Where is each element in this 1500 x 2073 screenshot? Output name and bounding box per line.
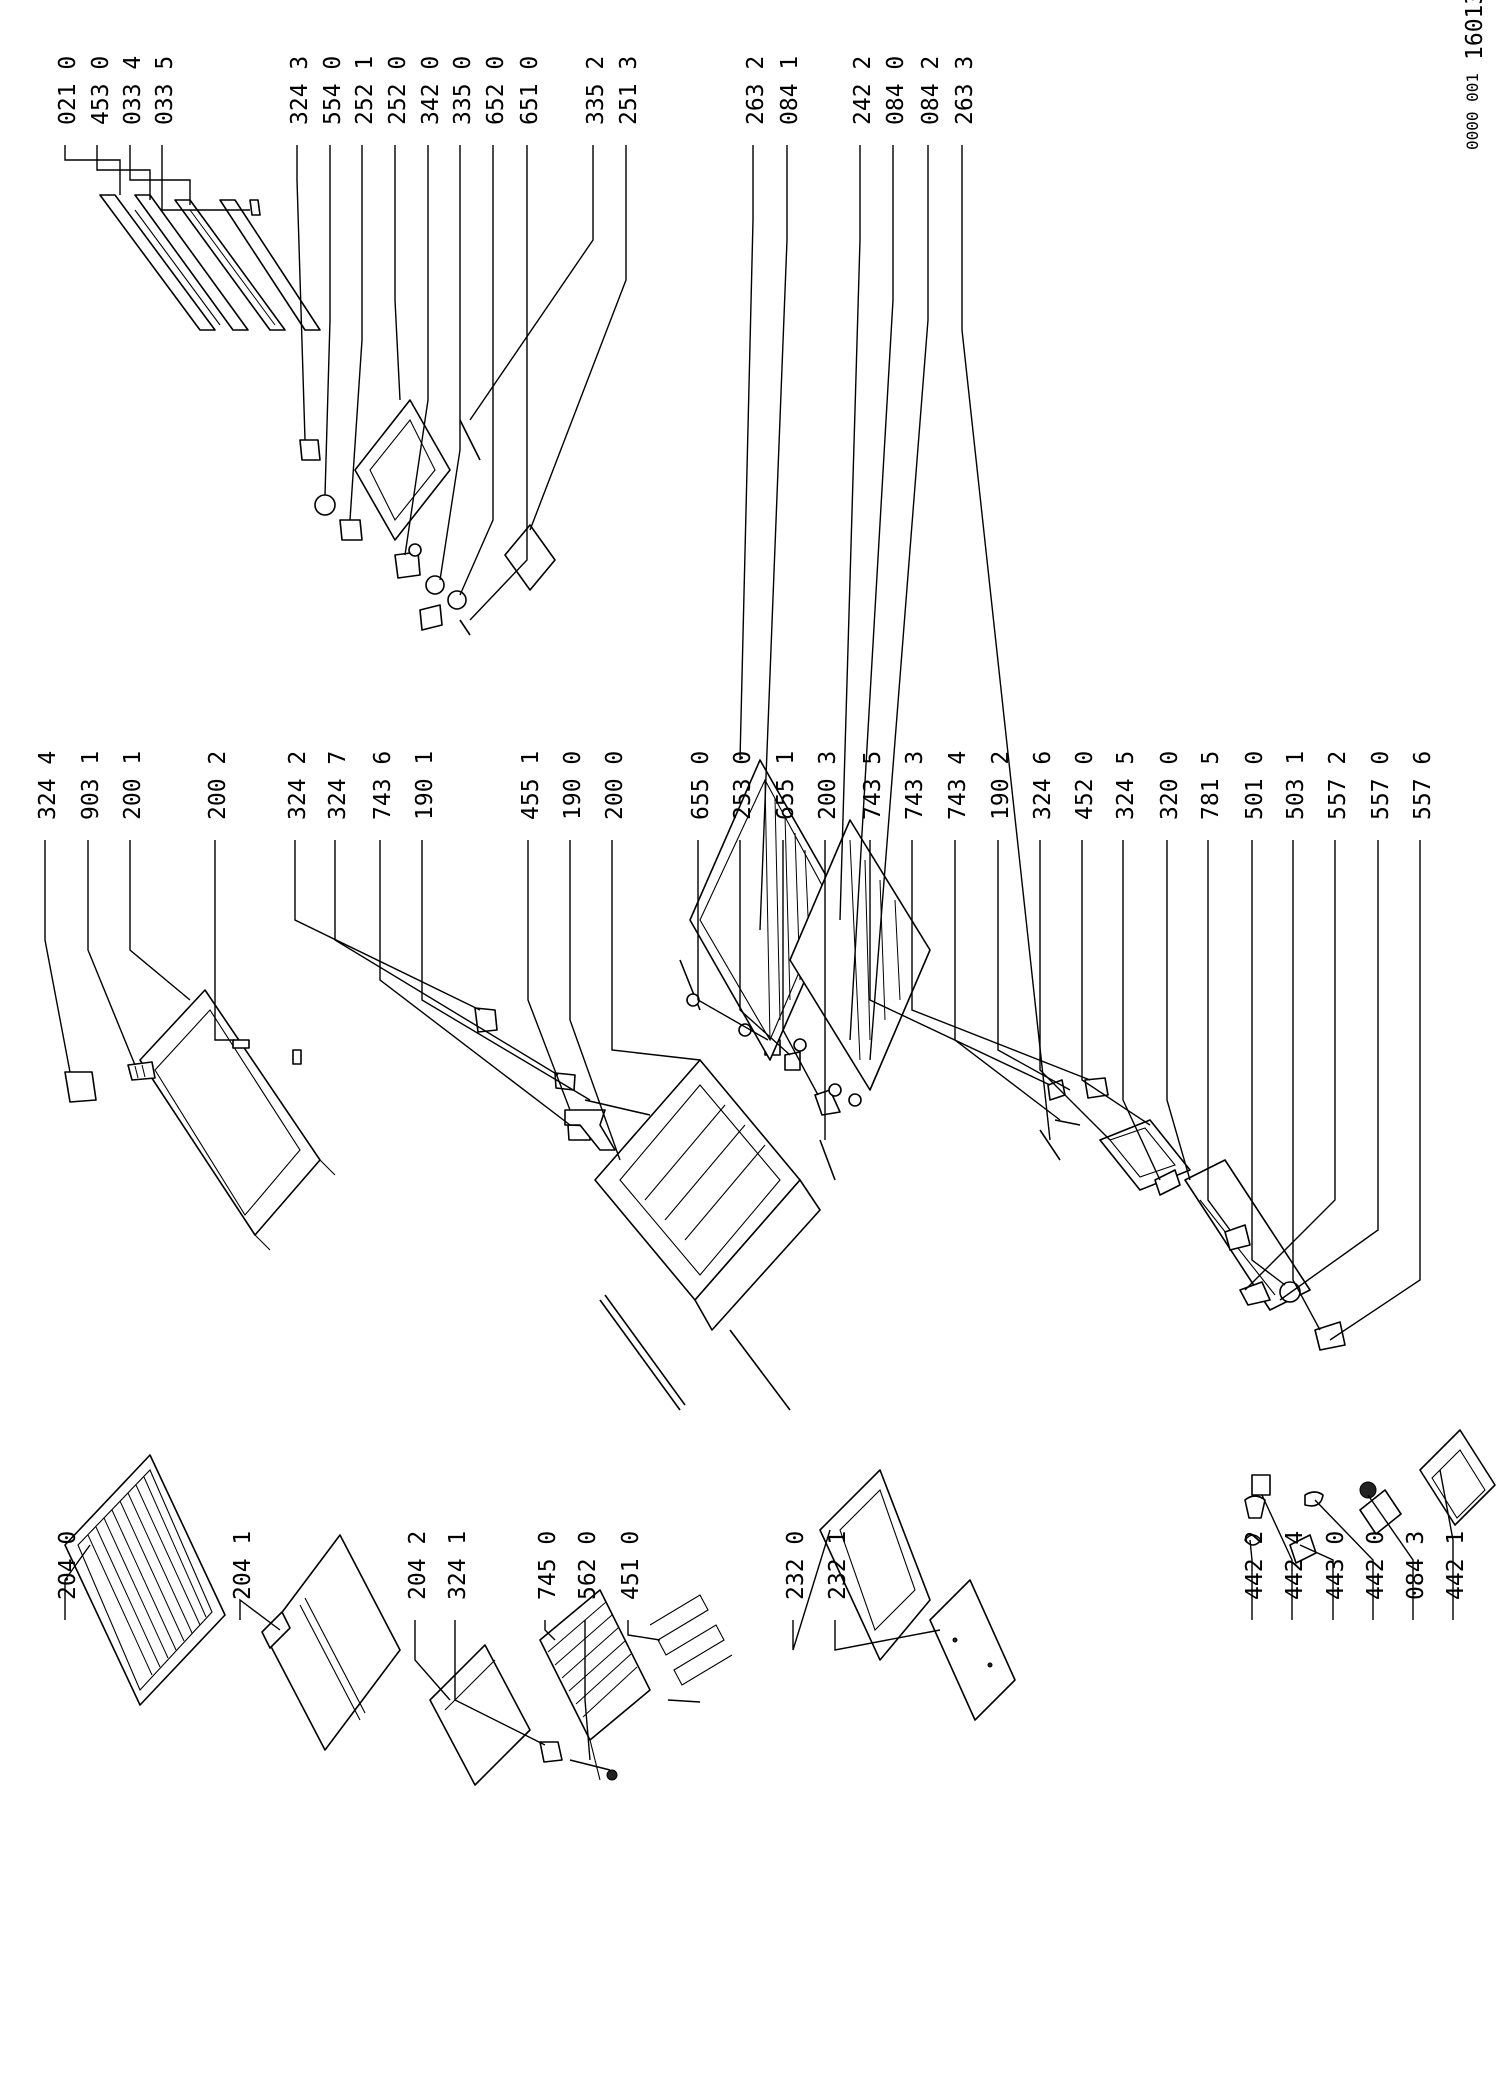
callout-557-6: 557 6 xyxy=(1410,751,1436,820)
callout-554-0: 554 0 xyxy=(320,56,346,125)
part-small-parts-group xyxy=(554,1072,651,1141)
callout-200-1: 200 1 xyxy=(120,751,146,820)
callout-453-0: 453 0 xyxy=(88,56,114,125)
leader-lines-right xyxy=(64,145,1051,1141)
callout-190-1: 190 1 xyxy=(412,751,438,820)
callout-743-6: 743 6 xyxy=(370,751,396,820)
part-small-bar xyxy=(232,1039,302,1065)
callout-021-0: 021 0 xyxy=(55,56,81,125)
callout-263-3: 263 3 xyxy=(952,56,978,125)
callout-263-2: 263 2 xyxy=(743,56,769,125)
callout-324-2: 324 2 xyxy=(285,751,311,820)
callout-335-0: 335 0 xyxy=(450,56,476,125)
callout-252-0: 252 0 xyxy=(385,56,411,125)
leader-lines-left xyxy=(64,1469,1454,1761)
part-refrigerator-liner xyxy=(594,1059,821,1411)
callout-451-0: 451 0 xyxy=(618,1531,644,1600)
callout-442-1: 442 1 xyxy=(1443,1531,1469,1600)
callout-903-1: 903 1 xyxy=(78,751,104,820)
part-control-knob-group xyxy=(1224,1224,1346,1351)
callout-033-4: 033 4 xyxy=(120,56,146,125)
callout-320-0: 320 0 xyxy=(1157,751,1183,820)
callout-190-0: 190 0 xyxy=(560,751,586,820)
callout-232-1: 232 1 xyxy=(825,1531,851,1600)
part-small-block-a xyxy=(64,1061,156,1103)
callout-204-1: 204 1 xyxy=(230,1531,256,1600)
callout-324-6: 324 6 xyxy=(1030,751,1056,820)
callout-655-0: 655 0 xyxy=(688,751,714,820)
callout-651-0: 651 0 xyxy=(517,56,543,125)
callout-442-2: 442 2 xyxy=(1242,1531,1268,1600)
part-freezer-compartment xyxy=(139,989,336,1251)
callout-group-left: 204 0 204 1 204 2 324 1 745 0 562 0 451 … xyxy=(55,1531,1469,1600)
callout-781-5: 781 5 xyxy=(1198,751,1224,820)
callout-084-0: 084 0 xyxy=(883,56,909,125)
callout-557-2: 557 2 xyxy=(1325,751,1351,820)
part-shelf-with-trim xyxy=(261,1534,401,1751)
callout-562-0: 562 0 xyxy=(575,1531,601,1600)
callout-033-5: 033 5 xyxy=(152,56,178,125)
callout-335-2: 335 2 xyxy=(583,56,609,125)
callout-190-2: 190 2 xyxy=(988,751,1014,820)
callout-324-4: 324 4 xyxy=(35,751,61,820)
callout-557-0: 557 0 xyxy=(1368,751,1394,820)
callout-084-3: 084 3 xyxy=(1403,1531,1429,1600)
part-glass-shelf-grid xyxy=(64,1454,226,1706)
callout-342-0: 342 0 xyxy=(418,56,444,125)
callout-084-1: 084 1 xyxy=(777,56,803,125)
callout-324-1: 324 1 xyxy=(445,1531,471,1600)
part-thermostat xyxy=(569,1759,618,1781)
callout-204-2: 204 2 xyxy=(405,1531,431,1600)
drawing-number: 16013 xyxy=(1462,0,1488,60)
callout-324-7: 324 7 xyxy=(325,751,351,820)
callout-084-2: 084 2 xyxy=(918,56,944,125)
leader-lines-middle xyxy=(44,840,1421,1341)
callout-200-2: 200 2 xyxy=(205,751,231,820)
part-evaporator xyxy=(539,1589,651,1781)
callout-204-0: 204 0 xyxy=(55,1531,81,1600)
callout-group-right: 021 0 453 0 033 4 033 5 324 3 554 0 252 … xyxy=(55,56,978,125)
callout-501-0: 501 0 xyxy=(1242,751,1268,820)
part-door-liner xyxy=(819,1469,931,1661)
callout-745-0: 745 0 xyxy=(535,1531,561,1600)
callout-group-middle: 324 4 903 1 200 1 200 2 324 2 324 7 743 … xyxy=(35,751,1436,820)
part-frame-rails xyxy=(99,194,321,331)
part-t-bracket xyxy=(564,1109,616,1151)
callout-252-1: 252 1 xyxy=(352,56,378,125)
part-clip-small xyxy=(539,1741,563,1763)
callout-455-1: 455 1 xyxy=(518,751,544,820)
callout-200-0: 200 0 xyxy=(602,751,628,820)
callout-253-0: 253 0 xyxy=(730,751,756,820)
callout-324-5: 324 5 xyxy=(1113,751,1139,820)
part-door-panel xyxy=(929,1579,1016,1721)
part-controls-assembly xyxy=(299,399,451,541)
callout-200-3: 200 3 xyxy=(815,751,841,820)
callout-324-3: 324 3 xyxy=(287,56,313,125)
drawing-reference-block: 0000 001 16013 xyxy=(1462,0,1488,150)
callout-232-0: 232 0 xyxy=(783,1531,809,1600)
callout-743-4: 743 4 xyxy=(945,751,971,820)
drawing-reference: 0000 001 xyxy=(1463,73,1482,150)
part-heater-coil xyxy=(649,1594,733,1703)
callout-652-0: 652 0 xyxy=(483,56,509,125)
callout-242-2: 242 2 xyxy=(850,56,876,125)
callout-655-1: 655 1 xyxy=(773,751,799,820)
callout-452-0: 452 0 xyxy=(1072,751,1098,820)
callout-743-3: 743 3 xyxy=(902,751,928,820)
part-switch-and-knobs xyxy=(394,543,471,636)
part-control-panel-cover xyxy=(459,419,556,591)
callout-442-0: 442 0 xyxy=(1363,1531,1389,1600)
part-control-housing xyxy=(1099,1119,1191,1196)
part-small-shelf xyxy=(429,1644,531,1786)
callout-503-1: 503 1 xyxy=(1283,751,1309,820)
part-clip-324-2 xyxy=(474,1007,498,1033)
callout-442-4: 442 4 xyxy=(1282,1531,1308,1600)
callout-251-3: 251 3 xyxy=(616,56,642,125)
callout-443-0: 443 0 xyxy=(1323,1531,1349,1600)
